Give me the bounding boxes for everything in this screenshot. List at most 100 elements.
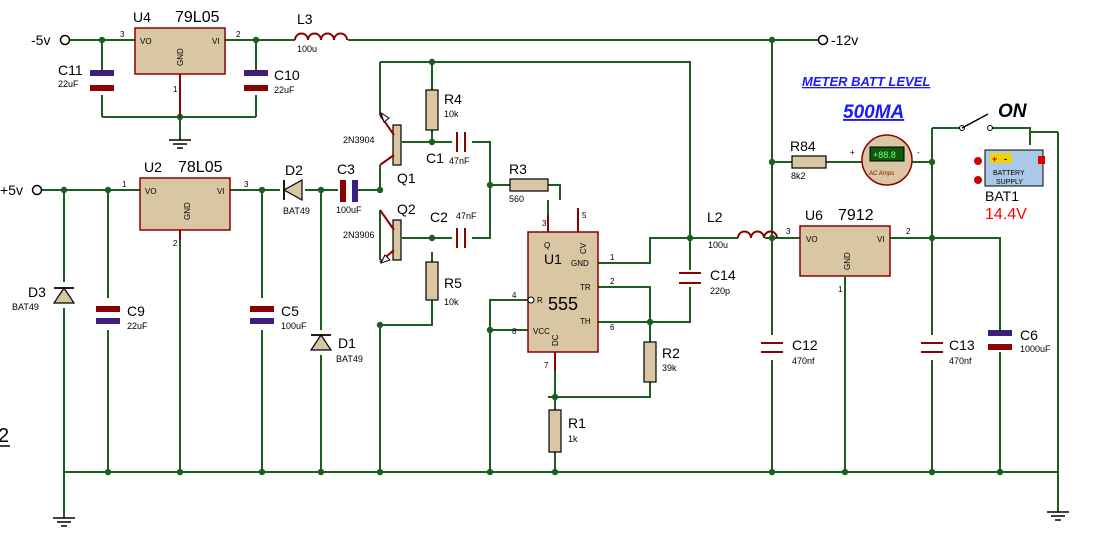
svg-text:R4: R4 bbox=[444, 91, 462, 107]
svg-text:L3: L3 bbox=[297, 11, 313, 27]
svg-text:TR: TR bbox=[580, 283, 591, 292]
svg-text:-: - bbox=[917, 148, 920, 157]
battery-bat1[interactable]: + - BATTERY SUPPLY BAT1 14.4V bbox=[974, 149, 1045, 223]
capacitor-c3[interactable]: C3 100uF bbox=[336, 161, 362, 215]
svg-text:78L05: 78L05 bbox=[178, 159, 223, 176]
regulator-u4[interactable]: VO VI GND 3 2 1 U4 79L05 bbox=[120, 9, 241, 117]
svg-text:C5: C5 bbox=[281, 303, 299, 319]
battery-plus: + bbox=[992, 154, 997, 164]
svg-text:GND: GND bbox=[571, 259, 589, 268]
regulator-u2[interactable]: VO VI GND 1 3 2 U2 78L05 bbox=[122, 159, 249, 248]
svg-text:2N3904: 2N3904 bbox=[343, 135, 375, 145]
svg-text:U2: U2 bbox=[144, 159, 162, 175]
svg-text:22uF: 22uF bbox=[58, 79, 79, 89]
svg-text:100u: 100u bbox=[708, 240, 728, 250]
svg-text:1: 1 bbox=[838, 285, 843, 294]
svg-text:C14: C14 bbox=[710, 267, 736, 283]
svg-text:1: 1 bbox=[173, 85, 178, 94]
svg-text:L2: L2 bbox=[707, 209, 723, 225]
svg-text:VI: VI bbox=[877, 235, 885, 244]
svg-text:1: 1 bbox=[610, 253, 615, 262]
svg-text:VCC: VCC bbox=[533, 327, 550, 336]
transistor-q1[interactable]: Q1 2N3904 bbox=[343, 111, 416, 186]
svg-text:7912: 7912 bbox=[838, 207, 874, 224]
svg-text:1: 1 bbox=[122, 180, 127, 189]
capacitor-c11[interactable]: C11 22uF bbox=[58, 62, 114, 91]
timer-u1[interactable]: Q CV GND TR TH R VCC DC U1 555 3 5 1 2 6… bbox=[512, 208, 615, 370]
svg-text:C13: C13 bbox=[949, 337, 975, 353]
svg-text:560: 560 bbox=[509, 194, 524, 204]
svg-text:470nf: 470nf bbox=[792, 356, 815, 366]
ground-symbol-right bbox=[1047, 511, 1069, 521]
resistor-r84[interactable]: R84 8k2 bbox=[790, 138, 827, 181]
svg-text:10k: 10k bbox=[444, 109, 459, 119]
resistor-r2[interactable]: R2 39k bbox=[643, 341, 680, 383]
terminal-neg5v[interactable]: -5v bbox=[31, 32, 71, 48]
terminal-neg12v[interactable]: -12v bbox=[817, 32, 859, 48]
svg-text:1k: 1k bbox=[568, 434, 578, 444]
svg-text:22uF: 22uF bbox=[127, 321, 148, 331]
svg-text:C1: C1 bbox=[426, 150, 444, 166]
meter-heading-group: METER BATT LEVEL 500MA bbox=[802, 74, 930, 123]
diode-d2[interactable]: D2 BAT49 bbox=[282, 162, 310, 216]
resistor-r1[interactable]: R1 1k bbox=[548, 409, 586, 453]
inductor-l2[interactable]: L2 100u bbox=[707, 209, 778, 250]
svg-text:4: 4 bbox=[512, 291, 517, 300]
svg-text:U6: U6 bbox=[805, 207, 823, 223]
svg-text:BAT49: BAT49 bbox=[12, 302, 39, 312]
svg-text:5: 5 bbox=[582, 211, 587, 220]
svg-text:3: 3 bbox=[786, 227, 791, 236]
capacitor-c14[interactable]: C14 220p bbox=[679, 267, 736, 296]
svg-text:TH: TH bbox=[580, 317, 591, 326]
transistor-q2[interactable]: Q2 2N3906 bbox=[343, 201, 416, 264]
svg-text:D2: D2 bbox=[285, 162, 303, 178]
meter-unit: AC Amps bbox=[868, 171, 894, 177]
svg-text:1000uF: 1000uF bbox=[1020, 344, 1051, 354]
svg-text:+5v: +5v bbox=[0, 182, 23, 198]
svg-text:BAT49: BAT49 bbox=[283, 206, 310, 216]
svg-text:2N3906: 2N3906 bbox=[343, 230, 375, 240]
svg-text:Q2: Q2 bbox=[397, 201, 416, 217]
capacitor-c5[interactable]: C5 100uF bbox=[250, 303, 307, 331]
svg-text:-12v: -12v bbox=[831, 32, 858, 48]
battery-line1: BATTERY bbox=[993, 170, 1025, 177]
resistor-r3[interactable]: R3 560 bbox=[509, 161, 549, 204]
diode-d3[interactable]: D3 BAT49 bbox=[12, 284, 76, 312]
regulator-u6[interactable]: VO VI GND 3 2 1 U6 7912 bbox=[786, 207, 911, 294]
capacitor-c9[interactable]: C9 22uF bbox=[96, 303, 148, 331]
svg-text:BAT49: BAT49 bbox=[336, 354, 363, 364]
capacitor-c2[interactable]: C2 47nF bbox=[430, 209, 477, 248]
svg-text:8: 8 bbox=[512, 327, 517, 336]
svg-text:2: 2 bbox=[173, 239, 178, 248]
svg-text:Q1: Q1 bbox=[397, 170, 416, 186]
svg-text:C3: C3 bbox=[337, 161, 355, 177]
svg-text:3: 3 bbox=[120, 30, 125, 39]
battery-minus: - bbox=[1004, 154, 1007, 164]
svg-text:VO: VO bbox=[806, 235, 818, 244]
svg-text:3: 3 bbox=[542, 219, 547, 228]
inductor-l3[interactable]: L3 100u bbox=[294, 11, 348, 54]
svg-text:100uF: 100uF bbox=[336, 205, 362, 215]
svg-text:C12: C12 bbox=[792, 337, 818, 353]
capacitor-c13[interactable]: C13 470nf bbox=[921, 337, 975, 366]
svg-text:GND: GND bbox=[183, 202, 192, 220]
svg-text:DC: DC bbox=[551, 334, 560, 346]
capacitor-c12[interactable]: C12 470nf bbox=[761, 337, 818, 366]
ground-symbol-u4 bbox=[169, 137, 191, 149]
resistor-r5[interactable]: R5 10k bbox=[425, 261, 462, 307]
svg-text:39k: 39k bbox=[662, 363, 677, 373]
toggle-switch[interactable]: ON bbox=[959, 101, 1028, 131]
svg-text:2: 2 bbox=[906, 227, 911, 236]
resistor-r4[interactable]: R4 10k bbox=[425, 89, 462, 131]
ammeter[interactable]: +88.8 AC Amps + - bbox=[850, 134, 920, 186]
capacitor-c6[interactable]: C6 1000uF bbox=[988, 327, 1051, 354]
capacitor-c10[interactable]: C10 22uF bbox=[244, 67, 300, 95]
capacitor-c1[interactable]: C1 47nF bbox=[426, 132, 470, 166]
meter-display: +88.8 bbox=[873, 150, 896, 160]
svg-text:C2: C2 bbox=[430, 209, 448, 225]
svg-text:8k2: 8k2 bbox=[791, 171, 806, 181]
terminal-pos5v[interactable]: +5v bbox=[0, 182, 43, 198]
svg-text:U4: U4 bbox=[133, 9, 151, 25]
diode-d1[interactable]: D1 BAT49 bbox=[309, 333, 363, 364]
